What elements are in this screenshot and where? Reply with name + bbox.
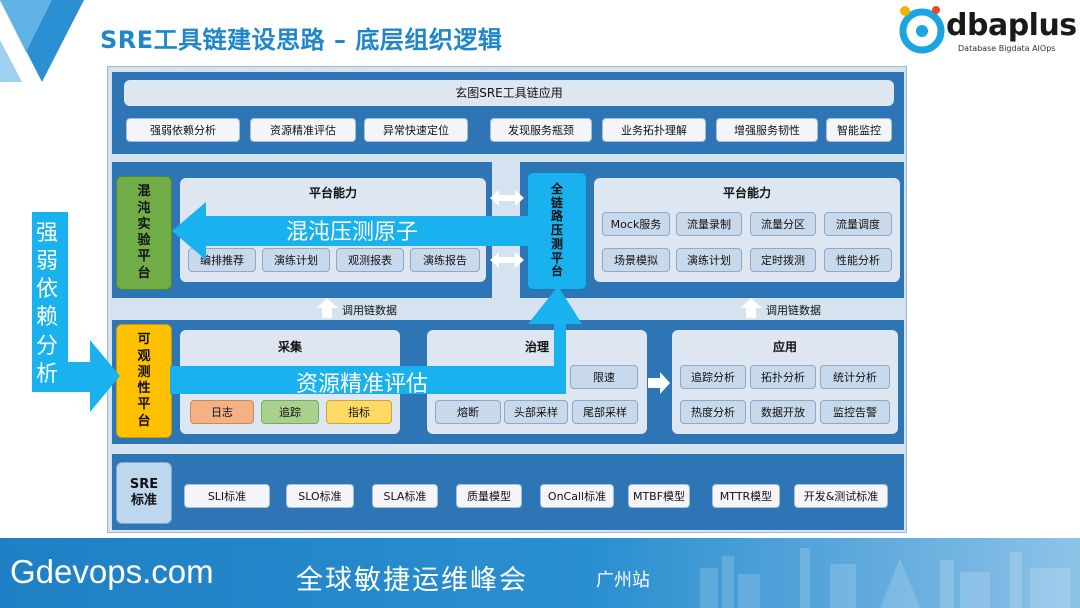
resource-eval-arrow	[170, 286, 582, 394]
collect-trace: 追踪	[261, 400, 319, 424]
double-arrow-icon	[490, 190, 524, 206]
application-item-2: 异常快速定位	[364, 118, 468, 142]
right-arrow-icon	[648, 372, 670, 394]
apply-item-4: 数据开放	[750, 400, 816, 424]
application-item-1: 资源精准评估	[250, 118, 356, 142]
apply-title: 应用	[772, 340, 797, 354]
call-chain-label-left: 调用链数据	[342, 304, 397, 317]
sre-standard-item-7: 开发&测试标准	[794, 484, 888, 508]
govern-tail-sampling: 尾部采样	[572, 400, 638, 424]
double-arrow-icon	[490, 252, 524, 268]
apply-item-1: 拓扑分析	[750, 365, 816, 389]
footer-banner	[0, 538, 1080, 608]
apply-item-3: 热度分析	[680, 400, 746, 424]
application-item-6: 智能监控	[826, 118, 892, 142]
application-title: 玄图SRE工具链应用	[124, 80, 894, 106]
collect-metric: 指标	[326, 400, 392, 424]
govern-title: 治理	[524, 340, 549, 354]
dbaplus-mark-icon	[899, 6, 945, 54]
call-chain-label-right: 调用链数据	[766, 304, 821, 317]
footer-city: 广州站	[596, 570, 650, 591]
application-item-0: 强弱依赖分析	[126, 118, 240, 142]
collect-log: 日志	[190, 400, 254, 424]
sre-standard-item-6: MTTR模型	[712, 484, 780, 508]
footer-site: Gdevops.com	[10, 553, 214, 590]
sre-standard-item-2: SLA标准	[372, 484, 438, 508]
brand-name: dbaplus	[946, 8, 1077, 43]
govern-circuit-break: 熔断	[435, 400, 501, 424]
sre-standard-item-1: SLO标准	[286, 484, 354, 508]
govern-head-sampling: 头部采样	[504, 400, 568, 424]
pressure-item-5: 演练计划	[676, 248, 742, 272]
application-item-4: 业务拓扑理解	[602, 118, 706, 142]
apply-item-5: 监控告警	[820, 400, 890, 424]
corner-triangle-logo	[0, 0, 84, 82]
sre-standard-item-3: 质量模型	[456, 484, 522, 508]
sre-standard-item-4: OnCall标准	[540, 484, 614, 508]
footer-event: 全球敏捷运维峰会	[296, 565, 528, 596]
pressure-capability-title: 平台能力	[722, 186, 771, 200]
pressure-item-7: 性能分析	[824, 248, 892, 272]
chaos-platform-label: 混 沌 实 验 平 台	[116, 176, 172, 290]
chaos-item-2: 观测报表	[336, 248, 404, 272]
chaos-atom-arrow-label: 混沌压测原子	[286, 220, 419, 245]
pressure-item-6: 定时拨测	[750, 248, 816, 272]
govern-rate-limit: 限速	[570, 365, 638, 389]
brand-subtitle: Database Bigdata AIOps	[958, 44, 1056, 53]
collect-title: 采集	[277, 340, 302, 354]
chaos-item-1: 演练计划	[262, 248, 330, 272]
apply-item-0: 追踪分析	[680, 365, 746, 389]
pressure-platform-label: 全 链 路 压 测 平 台	[527, 172, 587, 290]
apply-item-2: 统计分析	[820, 365, 890, 389]
sre-standard-item-0: SLI标准	[184, 484, 270, 508]
dbaplus-logo: dbaplus Database Bigdata AIOps	[896, 2, 1077, 56]
resource-eval-arrow-label: 资源精准评估	[296, 372, 429, 397]
sre-standard-label: SRE 标准	[116, 462, 172, 524]
up-arrow-icon	[316, 298, 338, 318]
pressure-item-0: Mock服务	[602, 212, 670, 236]
application-item-5: 增强服务韧性	[716, 118, 818, 142]
pressure-item-2: 流量分区	[750, 212, 816, 236]
dependency-arrow-label: 强 弱 依 赖 分 析	[35, 221, 58, 387]
page-title: SRE工具链建设思路 – 底层组织逻辑	[100, 26, 503, 54]
observability-platform-label: 可 观 测 性 平 台	[116, 324, 172, 438]
sre-standard-item-5: MTBF模型	[628, 484, 690, 508]
up-arrow-icon	[740, 298, 762, 318]
dependency-arrow	[32, 212, 120, 412]
pressure-item-1: 流量录制	[676, 212, 742, 236]
skyline-decoration-icon	[700, 548, 1070, 608]
pressure-item-4: 场景模拟	[602, 248, 670, 272]
chaos-atom-arrow	[172, 202, 532, 260]
chaos-capability-title: 平台能力	[308, 186, 357, 200]
pressure-item-3: 流量调度	[824, 212, 892, 236]
application-item-3: 发现服务瓶颈	[490, 118, 592, 142]
chaos-item-3: 演练报告	[410, 248, 480, 272]
